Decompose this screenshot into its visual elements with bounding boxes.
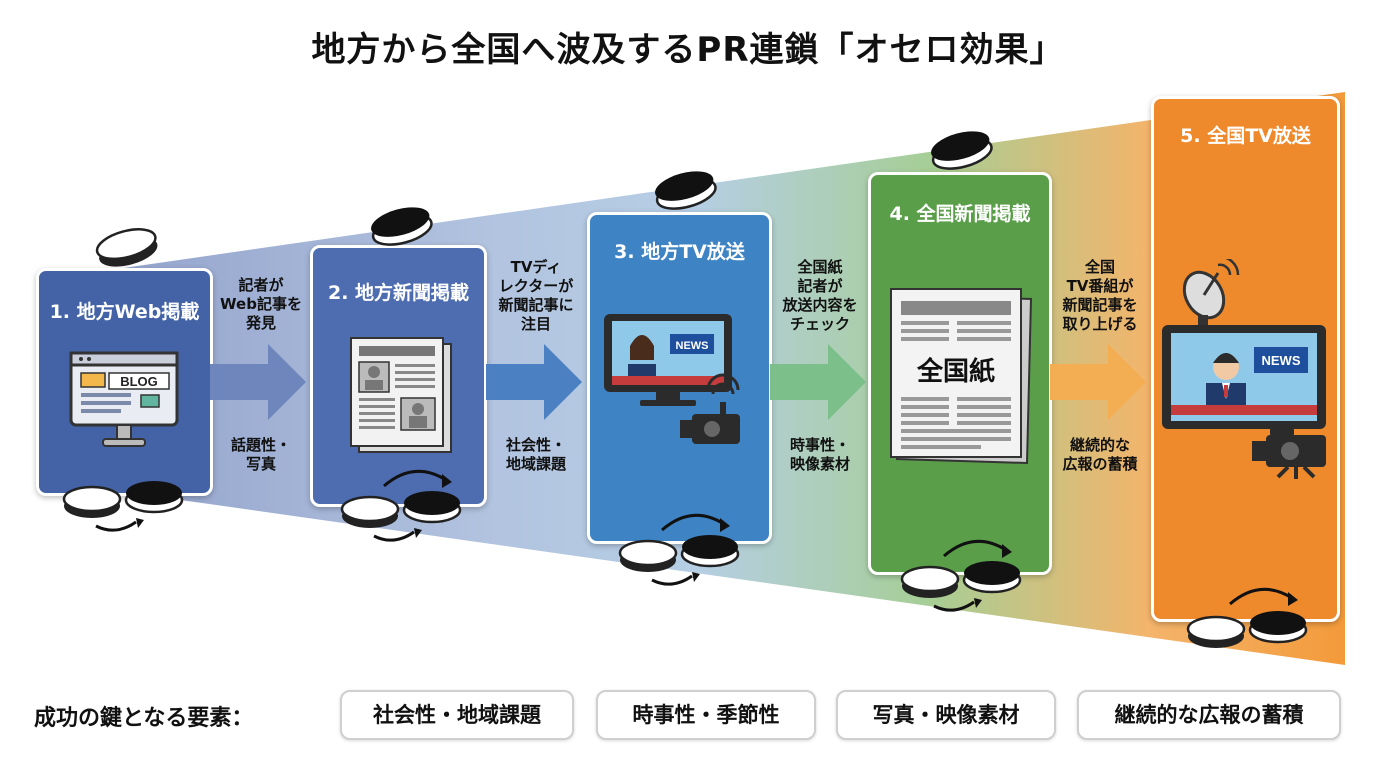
stage-5-label: 5. 全国TV放送: [1180, 125, 1311, 147]
stage-2-local-newspaper: 2. 地方新聞掲載: [310, 245, 487, 507]
disc-white-stage-1: [95, 228, 158, 267]
flip-pair-stage-1: [62, 481, 184, 532]
key-factors-label: 成功の鍵となる要素：: [34, 706, 254, 731]
arrow-2-3: [486, 344, 582, 420]
national-news-text: NEWS: [1262, 353, 1301, 368]
newspaper-icon: [350, 337, 452, 453]
news-text: NEWS: [676, 340, 709, 352]
key-factor-social: 社会性・地域課題: [340, 690, 574, 740]
connector-2-top: TVディ レクターが 新聞記事に 注目: [498, 258, 574, 333]
stage-3-local-tv: 3. 地方TV放送 NEWS: [587, 212, 772, 544]
national-tv-icon: NEWS: [1162, 259, 1326, 479]
stage-4-label: 4. 全国新聞掲載: [889, 203, 1031, 225]
arrow-3-4: [770, 344, 866, 420]
stage-1-label: 1. 地方Web掲載: [49, 301, 200, 323]
connector-1-top: 記者が Web記事を 発見: [220, 276, 302, 332]
tv-icon: NEWS: [604, 314, 740, 444]
connector-3-top: 全国紙 記者が 放送内容を チェック: [782, 258, 858, 333]
disc-black-stage-3: [655, 171, 717, 210]
arrow-4-5: [1050, 344, 1146, 420]
page-title: 地方から全国へ波及するPR連鎖「オセロ効果」: [311, 30, 1065, 70]
national-paper-text: 全国紙: [916, 356, 995, 387]
national-paper-icon: 全国紙: [890, 288, 1033, 465]
connector-3-bottom: 時事性・ 映像素材: [789, 436, 850, 473]
connector-1-bottom: 話題性・ 写真: [230, 436, 291, 473]
flip-pair-stage-2: [340, 469, 462, 542]
connector-4-bottom: 継続的な 広報の蓄積: [1062, 436, 1138, 473]
flip-pair-stage-3: [618, 513, 740, 586]
key-factor-visuals: 写真・映像素材: [836, 690, 1056, 740]
monitor-icon: BLOG: [69, 351, 179, 447]
flip-pair-stage-5: [1186, 587, 1308, 648]
connector-4-top: 全国 TV番組が 新聞記事を 取り上げる: [1062, 258, 1138, 333]
stage-4-national-newspaper: 4. 全国新聞掲載 全国紙: [868, 172, 1052, 575]
flip-pair-stage-4: [900, 539, 1022, 612]
key-factor-timeliness: 時事性・季節性: [596, 690, 816, 740]
blog-text: BLOG: [120, 374, 158, 389]
disc-black-stage-2: [371, 207, 433, 246]
disc-black-stage-4: [931, 131, 993, 170]
key-factor-continuous-pr: 継続的な広報の蓄積: [1077, 690, 1341, 740]
arrow-1-2: [210, 344, 306, 420]
connector-2-bottom: 社会性・ 地域課題: [505, 436, 566, 473]
stage-3-label: 3. 地方TV放送: [614, 241, 745, 263]
stage-2-label: 2. 地方新聞掲載: [327, 282, 470, 304]
stage-5-national-tv: 5. 全国TV放送 NEWS: [1151, 96, 1340, 622]
stage-1-local-web: 1. 地方Web掲載 BLOG: [36, 268, 213, 496]
